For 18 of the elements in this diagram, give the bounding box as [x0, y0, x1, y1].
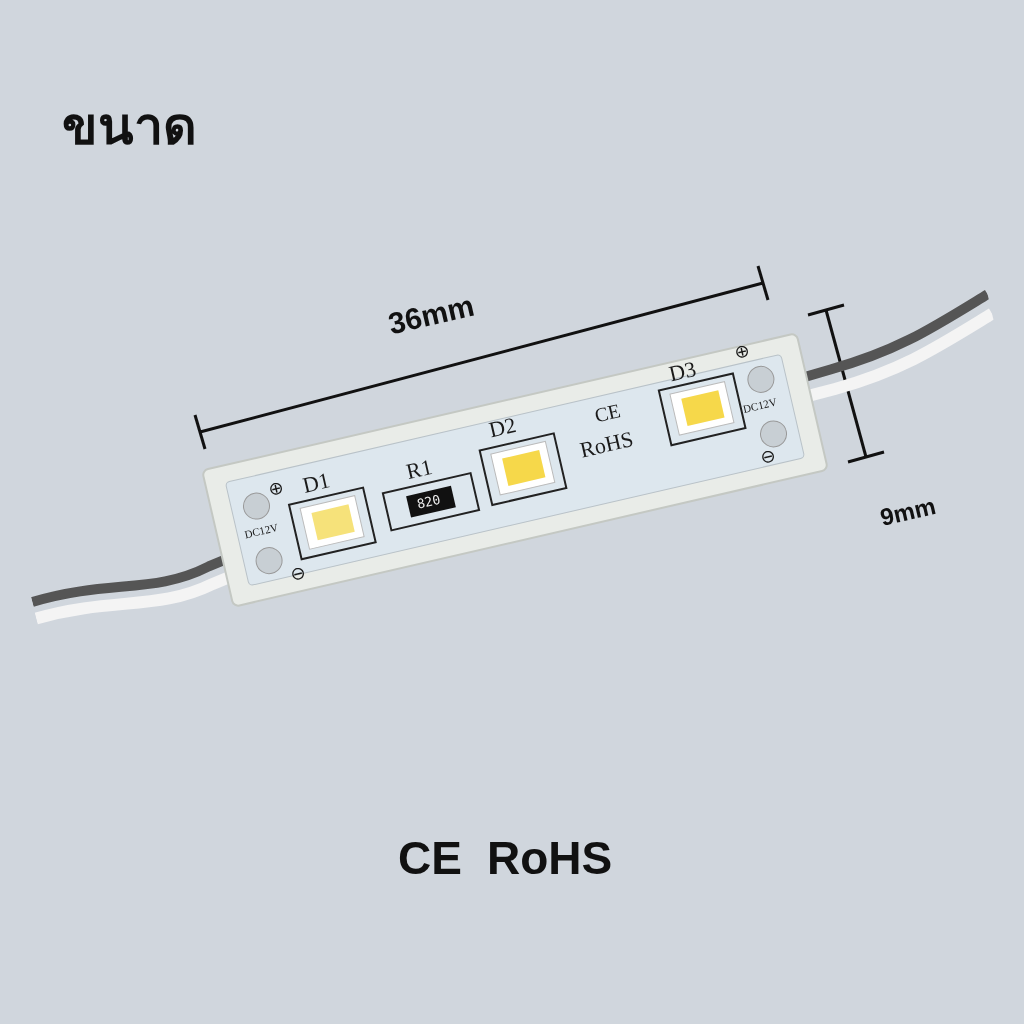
polarity-mark: ⊖ [288, 562, 308, 584]
component-label: D2 [487, 413, 519, 442]
component-label: D3 [667, 358, 699, 386]
component-label: D1 [300, 469, 332, 497]
voltage-label: DC12V [243, 521, 280, 541]
certification-mark: CE [398, 835, 462, 881]
certification-mark: CE [592, 400, 622, 426]
component-label: R1 [404, 455, 435, 484]
certification-mark: RoHS [577, 428, 636, 462]
polarity-mark: ⊕ [266, 477, 285, 499]
resistor-code: 820 [415, 492, 442, 511]
polarity-mark: ⊕ [732, 341, 752, 363]
certification-mark: RoHS [487, 835, 613, 881]
voltage-label: DC12V [742, 396, 778, 415]
dimension-label: 36mm [385, 290, 477, 340]
title: ขนาด [62, 100, 197, 152]
dimension-label: 9mm [878, 494, 938, 530]
polarity-mark: ⊖ [758, 446, 778, 468]
